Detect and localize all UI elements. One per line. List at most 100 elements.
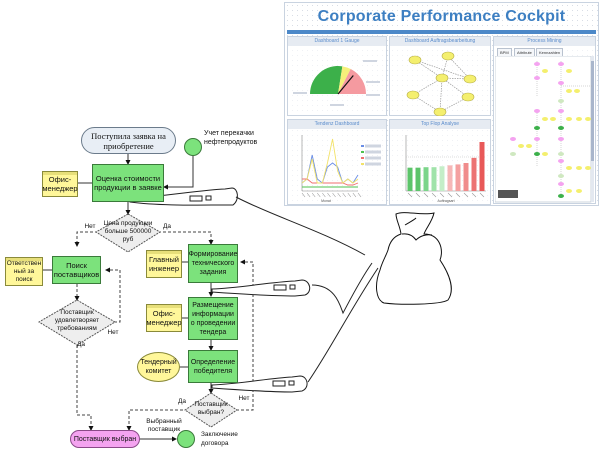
process-node xyxy=(542,117,548,121)
x-tick-label xyxy=(327,192,331,198)
network-node xyxy=(433,107,447,116)
process-node xyxy=(576,189,582,193)
process-node xyxy=(534,109,540,113)
start-event[interactable]: Поступила заявка на приобретение xyxy=(81,127,176,154)
process-node xyxy=(576,166,582,170)
panel-trend-title: Tendenz Dashboard xyxy=(288,120,386,129)
task-determine-winner[interactable]: Определение победителя xyxy=(188,350,238,383)
event-oil-circle[interactable] xyxy=(184,138,202,156)
series-line xyxy=(302,178,359,186)
process-node xyxy=(526,144,532,148)
x-tick-label xyxy=(463,192,469,198)
process-node xyxy=(518,144,524,148)
top-flop-chart: Auftragsart xyxy=(405,135,486,203)
chosen-supplier-label: Выбранный поставщик xyxy=(146,418,182,433)
process-node xyxy=(558,174,564,178)
decision-chosen-diamond xyxy=(184,392,238,428)
task-estimate-cost[interactable]: Оценка стоимости продукции в заявке xyxy=(92,164,164,202)
legend-swatch xyxy=(361,157,364,159)
process-node xyxy=(558,194,564,198)
panel-top-flop[interactable]: Top Flop Analyse Auftragsart xyxy=(389,119,491,205)
process-node xyxy=(558,159,564,163)
legend-entry xyxy=(365,150,381,154)
role-office-manager-2[interactable]: Офис- менеджер xyxy=(146,304,182,332)
process-node xyxy=(585,117,591,121)
x-axis-label: Auftragsart xyxy=(437,199,454,203)
event-oil-label: Учет перекачки нефтепродуктов xyxy=(204,130,258,146)
contract-circle[interactable] xyxy=(177,430,195,448)
gauge-label xyxy=(293,92,307,94)
edge-decision-no xyxy=(74,231,98,247)
task-search-suppliers[interactable]: Поиск поставщиков xyxy=(52,256,101,284)
panel-network[interactable]: Dashboard Auftragsbearbeitung xyxy=(389,36,491,116)
process-node xyxy=(558,137,564,141)
process-node xyxy=(550,117,556,121)
panel-bars-title: Top Flop Analyse xyxy=(390,120,490,129)
x-tick-label xyxy=(357,192,362,198)
process-node xyxy=(566,69,572,73)
x-tick-label xyxy=(415,192,421,198)
process-node xyxy=(534,126,540,130)
x-tick-label xyxy=(455,192,461,198)
process-node xyxy=(566,117,572,121)
decision-requirements-no: Нет xyxy=(107,329,119,336)
network-node xyxy=(408,55,422,65)
task-technical-assignment[interactable]: Формирование технического задания xyxy=(188,244,238,283)
process-node xyxy=(566,89,572,93)
thermometer-icon-3 xyxy=(211,267,379,393)
edge-req-yes xyxy=(76,345,94,431)
panel-process-title: Process Mining xyxy=(494,37,595,46)
x-tick-label xyxy=(322,192,326,198)
process-graph xyxy=(495,56,594,203)
process-legend xyxy=(498,190,518,198)
process-node xyxy=(574,89,580,93)
event-supplier-chosen[interactable]: Поставщик выбран xyxy=(70,430,140,448)
contract-label: Заключение договора xyxy=(201,431,238,447)
decision-price-no: Нет xyxy=(84,223,96,230)
panel-gauge-title: Dashboard 1 Gauge xyxy=(288,37,386,46)
x-tick-label xyxy=(337,192,341,198)
network-node xyxy=(461,92,475,102)
x-tick-label xyxy=(439,192,445,198)
x-tick-label xyxy=(447,192,453,198)
role-office-manager-1[interactable]: Офис- менеджер xyxy=(42,171,78,197)
x-tick-label xyxy=(423,192,429,198)
panel-trend[interactable]: Tendenz Dashboard Monat xyxy=(287,119,387,205)
panel-gauge[interactable]: Dashboard 1 Gauge xyxy=(287,36,387,116)
task-tender-info[interactable]: Размещение информации о проведении тенде… xyxy=(188,297,238,340)
panel-process-mining[interactable]: Process Mining BPM Attribute Kennzahlen xyxy=(493,36,596,204)
role-tender-committee[interactable]: Тендерный комитет xyxy=(137,352,180,382)
edge-chosen-yes xyxy=(126,409,188,431)
bar xyxy=(431,167,437,191)
panel-network-title: Dashboard Auftragsbearbeitung xyxy=(390,37,490,46)
process-node xyxy=(566,166,572,170)
gauge-needle xyxy=(337,75,354,95)
gauge-chart xyxy=(293,60,380,106)
process-node xyxy=(558,99,564,103)
network-node xyxy=(435,73,449,83)
decision-requirements-yes: Да xyxy=(76,341,86,348)
x-tick-label xyxy=(347,192,352,198)
decision-requirements-label: Поставщик удовлетворяет требованиям xyxy=(54,309,100,332)
role-responsible-search[interactable]: Ответствен ный за поиск xyxy=(5,257,43,286)
legend-entry xyxy=(365,162,381,166)
bar xyxy=(407,167,413,191)
gauge-slice xyxy=(338,66,351,94)
x-tick-label xyxy=(471,192,477,198)
process-node xyxy=(558,62,564,66)
x-tick-label xyxy=(431,192,437,198)
dashboard-title: Corporate Performance Cockpit xyxy=(317,8,566,25)
performance-cockpit: Corporate Performance Cockpit Dashboard … xyxy=(284,2,599,206)
legend-entry xyxy=(365,144,381,148)
decision-chosen-label: Поставщик выбран? xyxy=(194,401,228,416)
network-node xyxy=(406,90,420,100)
process-node xyxy=(510,152,516,156)
role-chief-engineer[interactable]: Главный инженер xyxy=(146,250,182,278)
gauge-label xyxy=(366,81,380,83)
process-node xyxy=(558,109,564,113)
bar xyxy=(439,166,445,191)
process-node xyxy=(585,166,591,170)
decision-price-diamond xyxy=(95,213,161,253)
legend-swatch xyxy=(361,163,364,165)
